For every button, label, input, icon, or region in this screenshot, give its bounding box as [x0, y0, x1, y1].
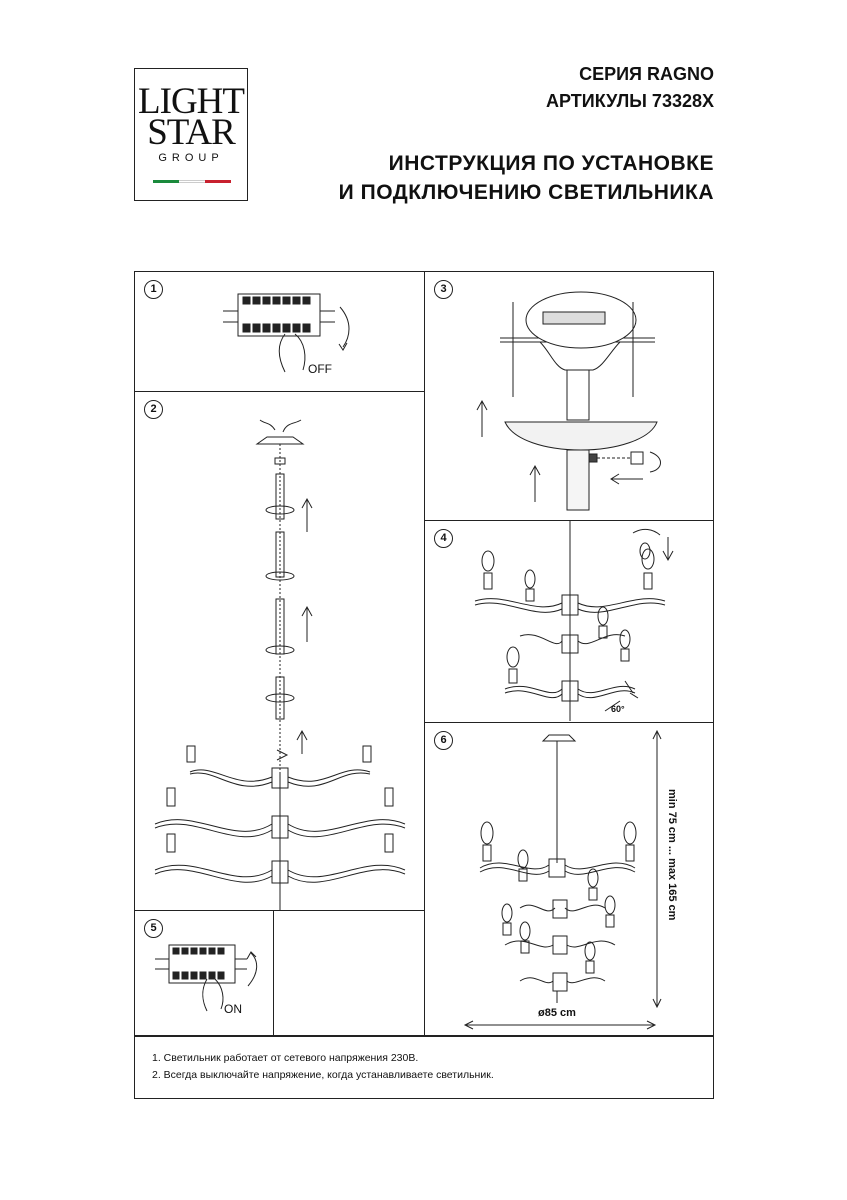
- step-number: 3: [434, 280, 453, 299]
- step-1-panel: 1 OFF: [134, 271, 425, 392]
- step-number: 2: [144, 400, 163, 419]
- logo-line-3: GROUP: [158, 152, 224, 164]
- angle-label: 60°: [611, 704, 625, 714]
- step-4-panel: 4 60°: [424, 520, 714, 723]
- doc-title-line-1: ИНСТРУКЦИЯ ПО УСТАНОВКЕ: [388, 152, 714, 175]
- ceiling-mount-illustration: [476, 291, 661, 511]
- step-3-panel: 3: [424, 271, 714, 521]
- chandelier-assembly-illustration: [154, 419, 406, 910]
- step-5-panel: 5 ON: [134, 910, 274, 1037]
- note-1: 1. Светильник работает от сетевого напря…: [152, 1052, 419, 1064]
- diameter-label: ø85 cm: [538, 1007, 576, 1019]
- note-2: 2. Всегда выключайте напряжение, когда у…: [152, 1069, 494, 1081]
- notes-box: 1. Светильник работает от сетевого напря…: [134, 1035, 714, 1099]
- logo-line-2: STAR: [147, 112, 236, 153]
- height-range-label: min 75 cm ... max 165 cm: [666, 789, 678, 921]
- logo-line-1: LIGHT: [138, 81, 245, 122]
- bulb-install-illustration: [474, 521, 674, 721]
- series-title: СЕРИЯ RAGNO: [579, 64, 714, 84]
- step-2-panel: 2: [134, 391, 425, 911]
- breaker-off-illustration: [223, 293, 350, 373]
- step-number: 6: [434, 731, 453, 750]
- step-6-panel: 6: [424, 722, 714, 1037]
- step-number: 1: [144, 280, 163, 299]
- dimensions-illustration: [463, 729, 662, 1030]
- blank-panel: [273, 910, 425, 1037]
- doc-title-line-2: И ПОДКЛЮЧЕНИЮ СВЕТИЛЬНИКА: [338, 181, 714, 204]
- on-label: ON: [224, 1002, 242, 1016]
- breaker-on-illustration: [155, 944, 258, 1012]
- off-label: OFF: [308, 362, 332, 376]
- article-number: АРТИКУЛЫ 73328X: [546, 91, 714, 111]
- flag-stripe: [153, 180, 231, 183]
- step-number: 5: [144, 919, 163, 938]
- step-number: 4: [434, 529, 453, 548]
- brand-logo: LIGHT STAR GROUP: [134, 68, 248, 201]
